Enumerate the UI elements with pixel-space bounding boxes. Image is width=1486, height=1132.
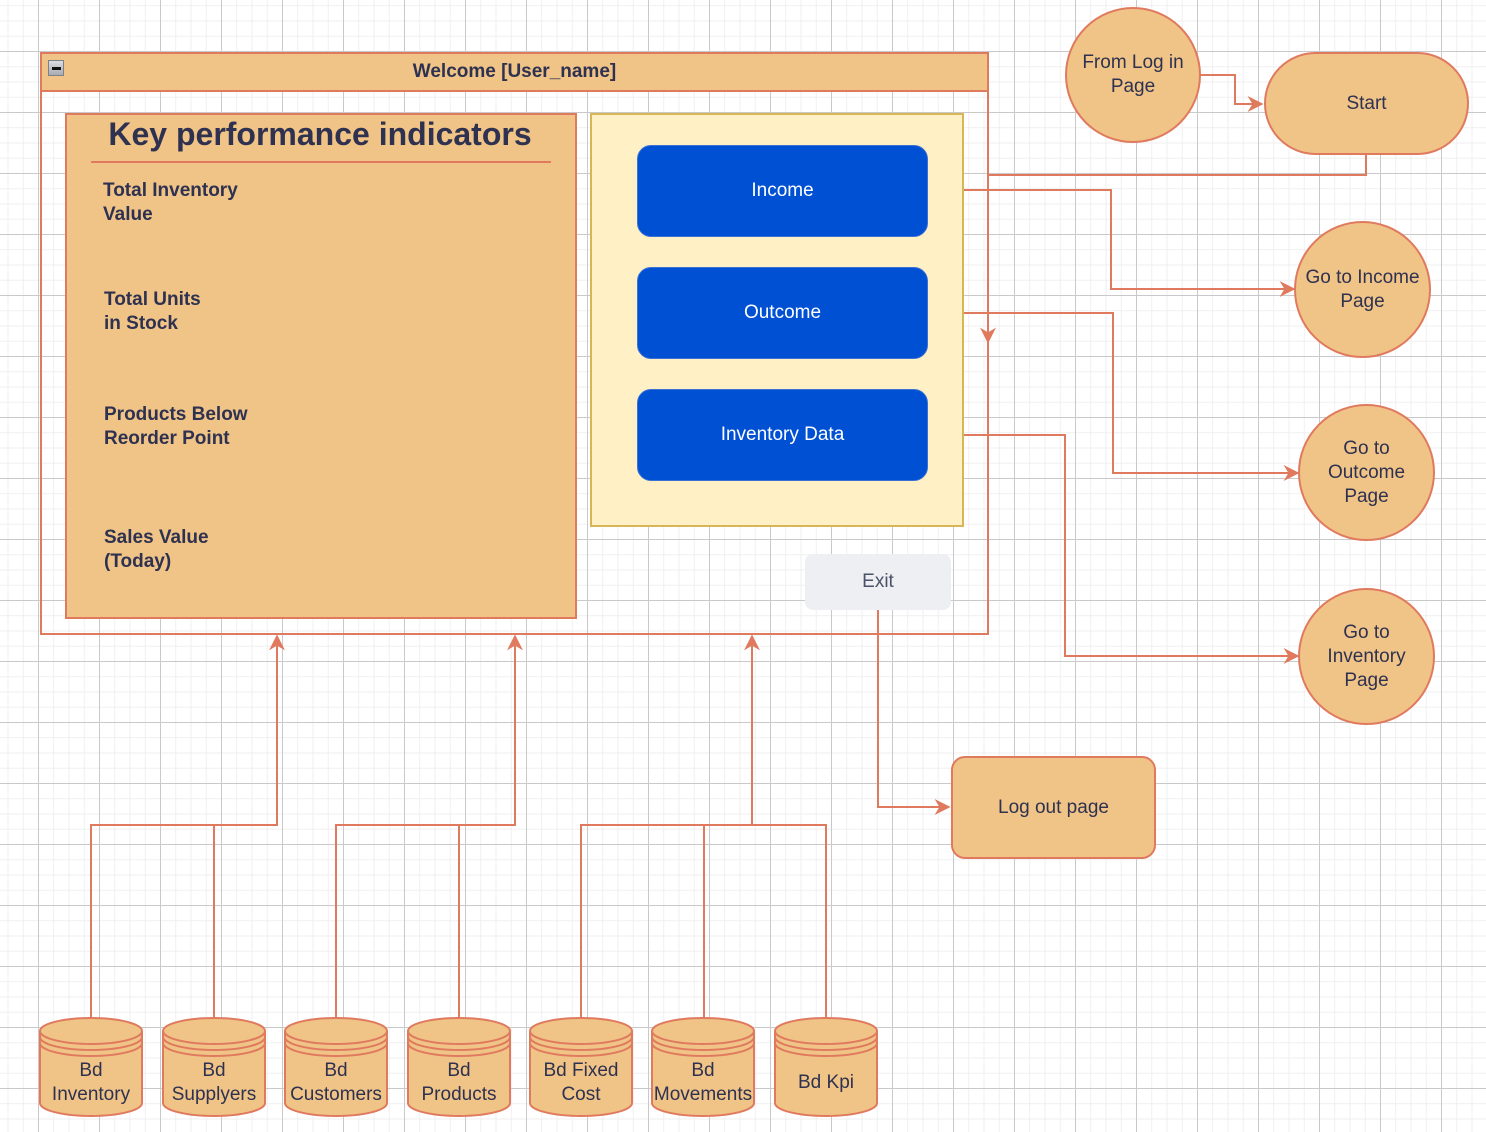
- database-label: Bd Fixed Cost: [543, 1060, 619, 1105]
- database-bd-supplyers[interactable]: Bd Supplyers: [162, 1016, 266, 1118]
- connector-db-group-2: [335, 634, 523, 1018]
- exit-button[interactable]: Exit: [805, 554, 951, 610]
- go-to-inventory-page-node[interactable]: Go to Inventory Page: [1298, 588, 1435, 725]
- kpi-divider: [91, 161, 551, 163]
- kpi-products-below-reorder: Products Below Reorder Point: [104, 404, 248, 449]
- inventory-data-button[interactable]: Inventory Data: [637, 389, 928, 481]
- log-out-page-node[interactable]: Log out page: [951, 756, 1156, 859]
- connector-login-start: [1200, 74, 1264, 112]
- database-bd-fixed-cost[interactable]: Bd Fixed Cost: [529, 1016, 633, 1118]
- database-bd-kpi[interactable]: Bd Kpi: [774, 1016, 878, 1118]
- kpi-panel: [65, 113, 577, 619]
- connector-db-group-3: [580, 824, 827, 1018]
- kpi-sales-value-today: Sales Value (Today): [104, 527, 209, 572]
- kpi-total-units-in-stock: Total Units in Stock: [104, 289, 201, 334]
- from-login-page-node[interactable]: From Log in Page: [1065, 7, 1201, 143]
- database-cylinder-icon: [529, 1017, 633, 1117]
- kpi-total-inventory-value: Total Inventory Value: [103, 180, 238, 225]
- database-label: Bd Products: [421, 1060, 497, 1105]
- connector-exit-logout: [877, 610, 951, 815]
- window-titlebar: Welcome [User_name]: [40, 52, 989, 92]
- database-bd-movements[interactable]: Bd Movements: [651, 1016, 755, 1118]
- database-bd-products[interactable]: Bd Products: [407, 1016, 511, 1118]
- database-cylinder-icon: [162, 1017, 266, 1117]
- start-node[interactable]: Start: [1264, 52, 1469, 155]
- kpi-title: Key performance indicators: [108, 116, 532, 152]
- database-cylinder-icon: [284, 1017, 388, 1117]
- database-label: Bd Supplyers: [171, 1060, 257, 1105]
- database-label: Bd Customers: [290, 1060, 382, 1105]
- go-to-outcome-page-node[interactable]: Go to Outcome Page: [1298, 404, 1435, 541]
- database-label: Bd Kpi: [798, 1072, 854, 1093]
- database-cylinder-icon: [39, 1017, 143, 1117]
- window-title: Welcome [User_name]: [412, 61, 617, 82]
- minus-box-icon[interactable]: [48, 60, 64, 76]
- database-bd-inventory[interactable]: Bd Inventory: [39, 1016, 143, 1118]
- income-button[interactable]: Income: [637, 145, 928, 237]
- connector-db-group-1: [90, 634, 285, 1018]
- database-label: Bd Inventory: [51, 1060, 131, 1105]
- outcome-button[interactable]: Outcome: [637, 267, 928, 359]
- go-to-income-page-node[interactable]: Go to Income Page: [1294, 221, 1431, 358]
- database-cylinder-icon: [651, 1017, 755, 1117]
- database-bd-customers[interactable]: Bd Customers: [284, 1016, 388, 1118]
- database-cylinder-icon: [774, 1017, 878, 1117]
- database-label: Bd Movements: [653, 1060, 753, 1105]
- database-cylinder-icon: [407, 1017, 511, 1117]
